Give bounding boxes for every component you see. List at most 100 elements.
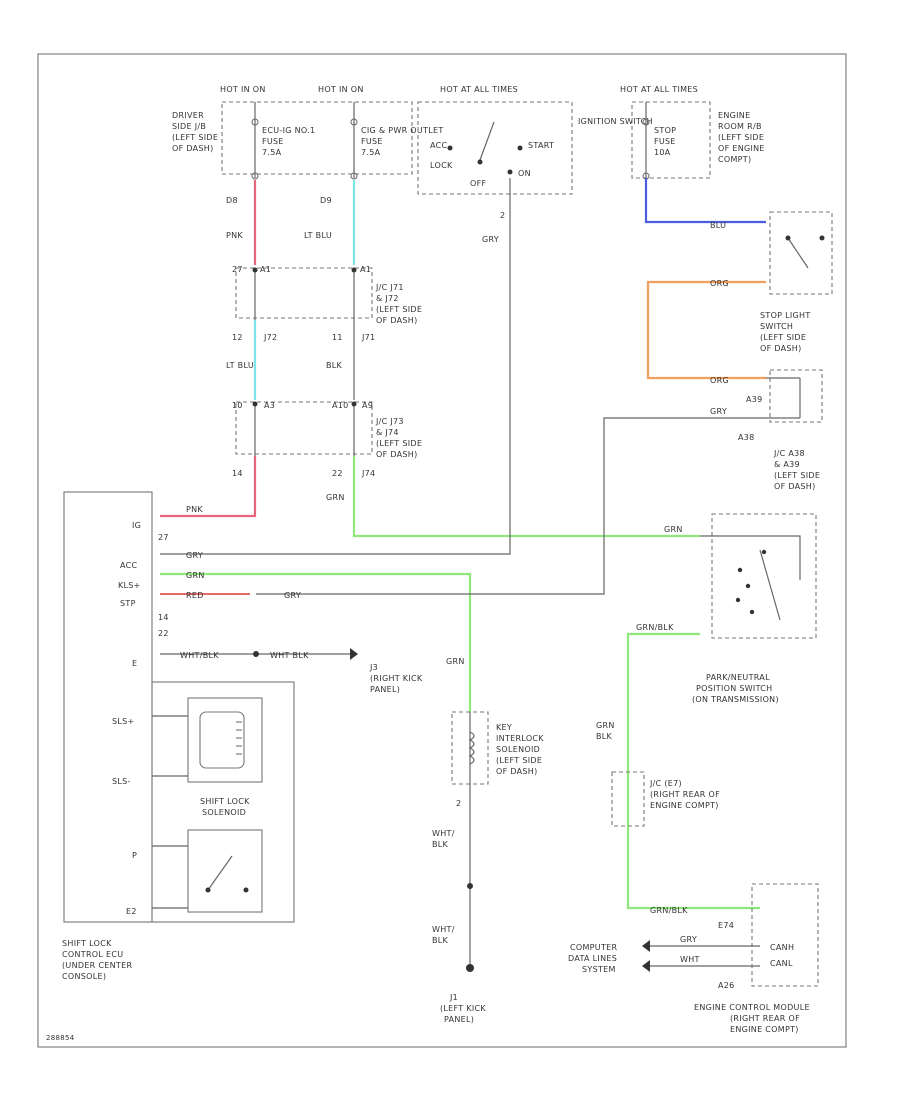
wire-gry-stp (256, 417, 766, 595)
pnp-contact-1 (737, 567, 743, 573)
engine-rb-line-2: ROOM R/B (718, 122, 762, 131)
fuse-acc-rating: 7.5A (361, 148, 381, 157)
hot-run-label-1: HOT IN ON (220, 85, 266, 94)
ign-pos-lock: LOCK (430, 161, 453, 170)
pnp-line-3: (ON TRANSMISSION) (692, 695, 779, 704)
engine-control-module-box (751, 883, 819, 987)
wire-label-gry-acc: GRY (186, 551, 203, 560)
park-switch-blade (207, 855, 233, 891)
conn-pin-a1-right: A1 (360, 265, 371, 274)
shift-lock-control-ecu (63, 491, 153, 923)
shift-lock-solenoid-coil-icon (199, 711, 245, 769)
driver-junction-block (221, 101, 413, 175)
fuse-acc-terminal (350, 118, 358, 126)
jc-e71-line-2: (RIGHT REAR OF (650, 790, 720, 799)
jc-j73-desc-1: & J74 (376, 428, 399, 437)
pnp-contact-3 (735, 597, 741, 603)
driver-jb-line-4: OF DASH) (172, 144, 214, 153)
wire-label-org1: ORG (710, 279, 729, 288)
key-sol-line-3: SOLENOID (496, 745, 540, 754)
ecm-line-2: (RIGHT REAR OF (730, 1014, 800, 1023)
conn-pin-27: 27 (232, 265, 243, 274)
coil-windings-icon (236, 721, 242, 755)
wire-label-grn: GRN (326, 493, 345, 502)
stop-light-line-2: SWITCH (760, 322, 793, 331)
engine-rb-line-4: OF ENGINE (718, 144, 765, 153)
wire-label-blk-v: BLK (596, 732, 613, 741)
can-h-arrow-icon (642, 940, 650, 952)
solenoid-coil-icon (468, 731, 475, 765)
ecm-pin-canl: CANL (770, 959, 793, 968)
wire-grn-kls (160, 572, 472, 712)
wire-label-d9: D9 (320, 196, 332, 205)
conn-e74: E74 (718, 921, 734, 930)
ign-pos-start: START (528, 141, 554, 150)
j1-label: J1 (449, 993, 458, 1002)
jc-a38-line-1: J/C A38 (773, 449, 805, 458)
j1-desc-1: (LEFT KICK (440, 1004, 486, 1013)
key-sol-line-1: KEY (496, 723, 512, 732)
park-switch-contact-1 (205, 887, 211, 893)
jc-a38-line-3: (LEFT SIDE (774, 471, 820, 480)
key-sol-line-5: OF DASH) (496, 767, 538, 776)
wire-label-ltblu-mid: LT BLU (226, 361, 254, 370)
ecu-num-22: 22 (158, 629, 169, 638)
j3-desc-1: (RIGHT KICK (370, 674, 423, 683)
conn-pin-14: 14 (232, 469, 243, 478)
driver-jb-label: DRIVER SIDE J/B (LEFT SIDE OF DASH) (172, 111, 218, 153)
stop-light-line-3: (LEFT SIDE (760, 333, 806, 342)
jc-a38-line-4: OF DASH) (774, 482, 816, 491)
shift-lock-solenoid-container (151, 681, 295, 923)
hot-run-labels: HOT IN ON HOT IN ON HOT AT ALL TIMES HOT… (220, 85, 698, 94)
conn-a26: A26 (718, 981, 735, 990)
splice-27 (252, 267, 258, 273)
comp-data-label: COMPUTER DATA LINES SYSTEM (568, 943, 617, 974)
ecm-pin-canh: CANH (770, 943, 794, 952)
fuse-stop-rating: 10A (654, 148, 671, 157)
wire-label-wht-can: WHT (680, 955, 700, 964)
stop-light-label: STOP LIGHT SWITCH (LEFT SIDE OF DASH) (760, 311, 810, 353)
ign-pos-off: OFF (470, 179, 486, 188)
key-sol-line-4: (LEFT SIDE (496, 756, 542, 765)
fuse-stop-type: FUSE (654, 137, 676, 146)
wire-label-pnk: PNK (226, 231, 243, 240)
conn-j72: J72 (263, 333, 277, 342)
ign-contact-pivot (477, 159, 483, 165)
shift-sol-line-1: SHIFT LOCK (200, 797, 250, 806)
fuse-stop-name: STOP (654, 126, 676, 135)
wire-label-gry-can: GRY (680, 935, 697, 944)
ground-j3-symbol (350, 648, 358, 660)
ecu-pin-kls: KLS+ (118, 581, 141, 590)
engine-rb-label: ENGINE ROOM R/B (LEFT SIDE OF ENGINE COM… (718, 111, 765, 164)
pnp-contact-2 (745, 583, 751, 589)
conn-pin-a10: A10 (332, 401, 349, 410)
park-neutral-switch-box (711, 513, 817, 639)
ign-pos-on: ON (518, 169, 531, 178)
ground-j1-symbol (466, 964, 474, 972)
ecu-name-line-3: (UNDER CENTER (62, 961, 132, 970)
ecu-num-27: 27 (158, 533, 169, 542)
fuse-acc-type: FUSE (361, 137, 383, 146)
jc-j73-j74 (235, 401, 373, 455)
stop-light-switch-blade (787, 237, 809, 269)
ecu-num-14a: 14 (158, 613, 169, 622)
key-sol-line-2: INTERLOCK (496, 734, 544, 743)
ecu-name-label: SHIFT LOCK CONTROL ECU (UNDER CENTER CON… (62, 939, 132, 981)
jc-a38-label: J/C A38 & A39 (LEFT SIDE OF DASH) (773, 449, 820, 491)
wire-org-loop (646, 280, 766, 380)
diagram-frame (37, 53, 847, 1048)
wire-label-blu: BLU (710, 221, 726, 230)
wire-grn-blk-ecm (626, 632, 760, 910)
conn-pin-a9: A9 (362, 401, 373, 410)
pnp-contact-5 (761, 549, 767, 555)
wire-label-d8: D8 (226, 196, 238, 205)
comp-data-line-2: DATA LINES (568, 954, 617, 963)
ecu-pin-stp: STP (120, 599, 136, 608)
engine-rb-line-5: COMPT) (718, 155, 751, 164)
park-switch-contact-2 (243, 887, 249, 893)
driver-jb-line-2: SIDE J/B (172, 122, 206, 131)
wire-label-blk: BLK (326, 361, 343, 370)
ecu-name-line-4: CONSOLE) (62, 972, 106, 981)
ecu-name-line-1: SHIFT LOCK (62, 939, 112, 948)
jc-j73-desc-3: OF DASH) (376, 450, 418, 459)
